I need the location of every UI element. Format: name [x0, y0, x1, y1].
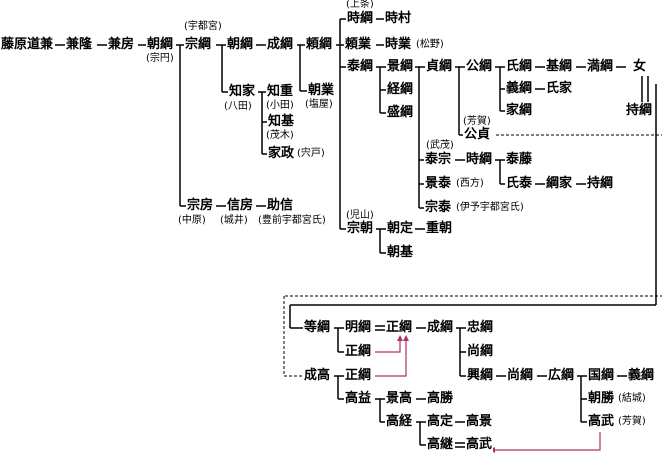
name-tomotsuna: 朝綱 — [146, 37, 175, 52]
name-kanefusa: 兼房 — [107, 37, 136, 52]
name-tomomoto-2: 朝基 — [386, 245, 415, 260]
name-hisatsuna-2: 尚綱 — [506, 368, 535, 383]
annotation-shiroi: (城井) — [220, 215, 248, 226]
name-mochitsuna-2: 持綱 — [586, 176, 615, 191]
name-kunitsuna: 国綱 — [587, 368, 616, 383]
annotation-oda: (小田) — [266, 100, 294, 111]
annotation-matsuno: (松野) — [416, 39, 444, 50]
annotation-yuki: (結城) — [618, 393, 646, 404]
name-shigetomo: 重朝 — [425, 221, 454, 236]
name-tomomoto: 知基 — [267, 114, 296, 129]
name-yasumune: 泰宗 — [424, 152, 453, 167]
annotation-yata: (八田) — [224, 101, 252, 112]
name-kageyasu: 景泰 — [424, 176, 453, 191]
arrowhead — [403, 335, 409, 341]
name-mochitsuna: 持綱 — [625, 103, 654, 118]
annotation-takeshige: (武茂) — [426, 140, 454, 151]
annotation-iyo-utsunomiya: (伊予宇都宮氏) — [456, 202, 524, 213]
name-ietsuna: 家綱 — [505, 103, 534, 118]
name-ujitsuna: 氏綱 — [505, 59, 534, 74]
name-tomokatsu: 朝勝 — [587, 391, 616, 406]
annotation-utsunomiya: (宇都宮) — [184, 21, 222, 32]
annotation-mogi: (茂木) — [266, 130, 294, 141]
name-tsunetsuna: 経綱 — [386, 82, 415, 97]
name-nobufusa: 信房 — [226, 198, 255, 213]
name-tomonari: 朝業 — [307, 83, 336, 98]
annotation-kamijo: (上条) — [346, 0, 374, 10]
name-hitotsuna: 等綱 — [303, 320, 332, 335]
name-yasutsuna: 泰綱 — [346, 59, 375, 74]
name-hirotsuna: 広綱 — [547, 368, 576, 383]
name-tokitsuna-2: 時綱 — [465, 152, 494, 167]
name-masatsuna-3: 正綱 — [344, 368, 373, 383]
name-yoritsuna: 頼綱 — [305, 37, 334, 52]
name-takatake: 高武 — [587, 414, 616, 429]
name-mitsutsuna: 満綱 — [586, 59, 615, 74]
arrowhead — [397, 335, 403, 341]
name-kagetsuna: 景綱 — [386, 59, 415, 74]
name-oki-tsuna: 興綱 — [466, 368, 495, 383]
name-yorinari: 頼業 — [344, 37, 373, 52]
name-tomoie: 知家 — [228, 84, 257, 99]
name-ujiie: 氏家 — [545, 81, 574, 96]
name-kimitsuna: 公綱 — [465, 59, 494, 74]
name-takakatsu: 高勝 — [426, 391, 455, 406]
name-fujiwara-michikane: 藤原道兼 — [0, 37, 55, 52]
name-tokimura: 時村 — [384, 11, 413, 26]
name-hisatsuna: 尚綱 — [466, 344, 495, 359]
name-ujiyasu: 氏泰 — [505, 176, 534, 191]
annotation-koyama: (児山) — [346, 210, 374, 221]
name-kanetaka: 兼隆 — [65, 37, 94, 52]
name-sadatsuna: 貞綱 — [425, 59, 454, 74]
name-yoshitsuna-2: 義綱 — [627, 368, 656, 383]
name-iemasa: 家政 — [267, 146, 296, 161]
name-tsunaie: 綱家 — [545, 176, 574, 191]
name-naritaka: 成高 — [303, 368, 332, 383]
annotation-soen: (宗円) — [146, 53, 174, 64]
name-akitsuna: 明綱 — [344, 320, 373, 335]
annotation-haga-2: (芳賀) — [618, 416, 646, 427]
name-tokitsuna: 時綱 — [346, 11, 375, 26]
name-tadatsuna: 忠綱 — [466, 320, 495, 335]
name-onna: 女 — [632, 59, 648, 74]
annotation-saiho: (西方) — [456, 178, 484, 189]
name-yoshitsuna: 義綱 — [505, 81, 534, 96]
name-yasufuji: 泰藤 — [505, 152, 534, 167]
name-takasada: 高定 — [426, 414, 455, 429]
name-tomosada: 朝定 — [386, 221, 415, 236]
name-mototsuna: 基綱 — [545, 59, 574, 74]
name-takatsune: 高経 — [385, 414, 414, 429]
name-takatsugu: 高継 — [426, 437, 455, 452]
name-takamasu: 高益 — [344, 391, 373, 406]
annotation-shioya: (塩屋) — [305, 99, 333, 110]
name-munetsuna: 宗綱 — [184, 37, 213, 52]
name-munefusa: 宗房 — [186, 198, 215, 213]
name-masatsuna-2: 正綱 — [344, 344, 373, 359]
name-kimisada: 公貞 — [463, 127, 492, 142]
annotation-shishido: (宍戸) — [297, 148, 325, 159]
name-munetomo: 宗朝 — [346, 221, 375, 236]
name-masatsuna: 正綱 — [385, 320, 414, 335]
name-muneyasu: 宗泰 — [424, 200, 453, 215]
annotation-buzen-utsunomiya: (豊前宇都宮氏) — [258, 215, 326, 226]
adoption-arrow — [375, 340, 401, 353]
annotation-haga: (芳賀) — [463, 116, 491, 127]
name-tokinari: 時業 — [384, 37, 413, 52]
name-sukenobu: 助信 — [266, 198, 295, 213]
adoption-arrow — [375, 340, 407, 377]
name-naritsuna: 成綱 — [266, 37, 295, 52]
name-tomotsuna-2: 朝綱 — [226, 37, 255, 52]
name-tomoshige: 知重 — [266, 84, 295, 99]
name-takakage: 高景 — [465, 414, 494, 429]
adoption-arrow — [494, 432, 601, 451]
name-moritsuna: 盛綱 — [386, 105, 415, 120]
name-kagetaka: 景高 — [385, 391, 414, 406]
name-naritsuna-2: 成綱 — [426, 320, 455, 335]
name-takatake-2: 高武 — [465, 437, 494, 452]
annotation-nakahara: (中原) — [178, 215, 206, 226]
